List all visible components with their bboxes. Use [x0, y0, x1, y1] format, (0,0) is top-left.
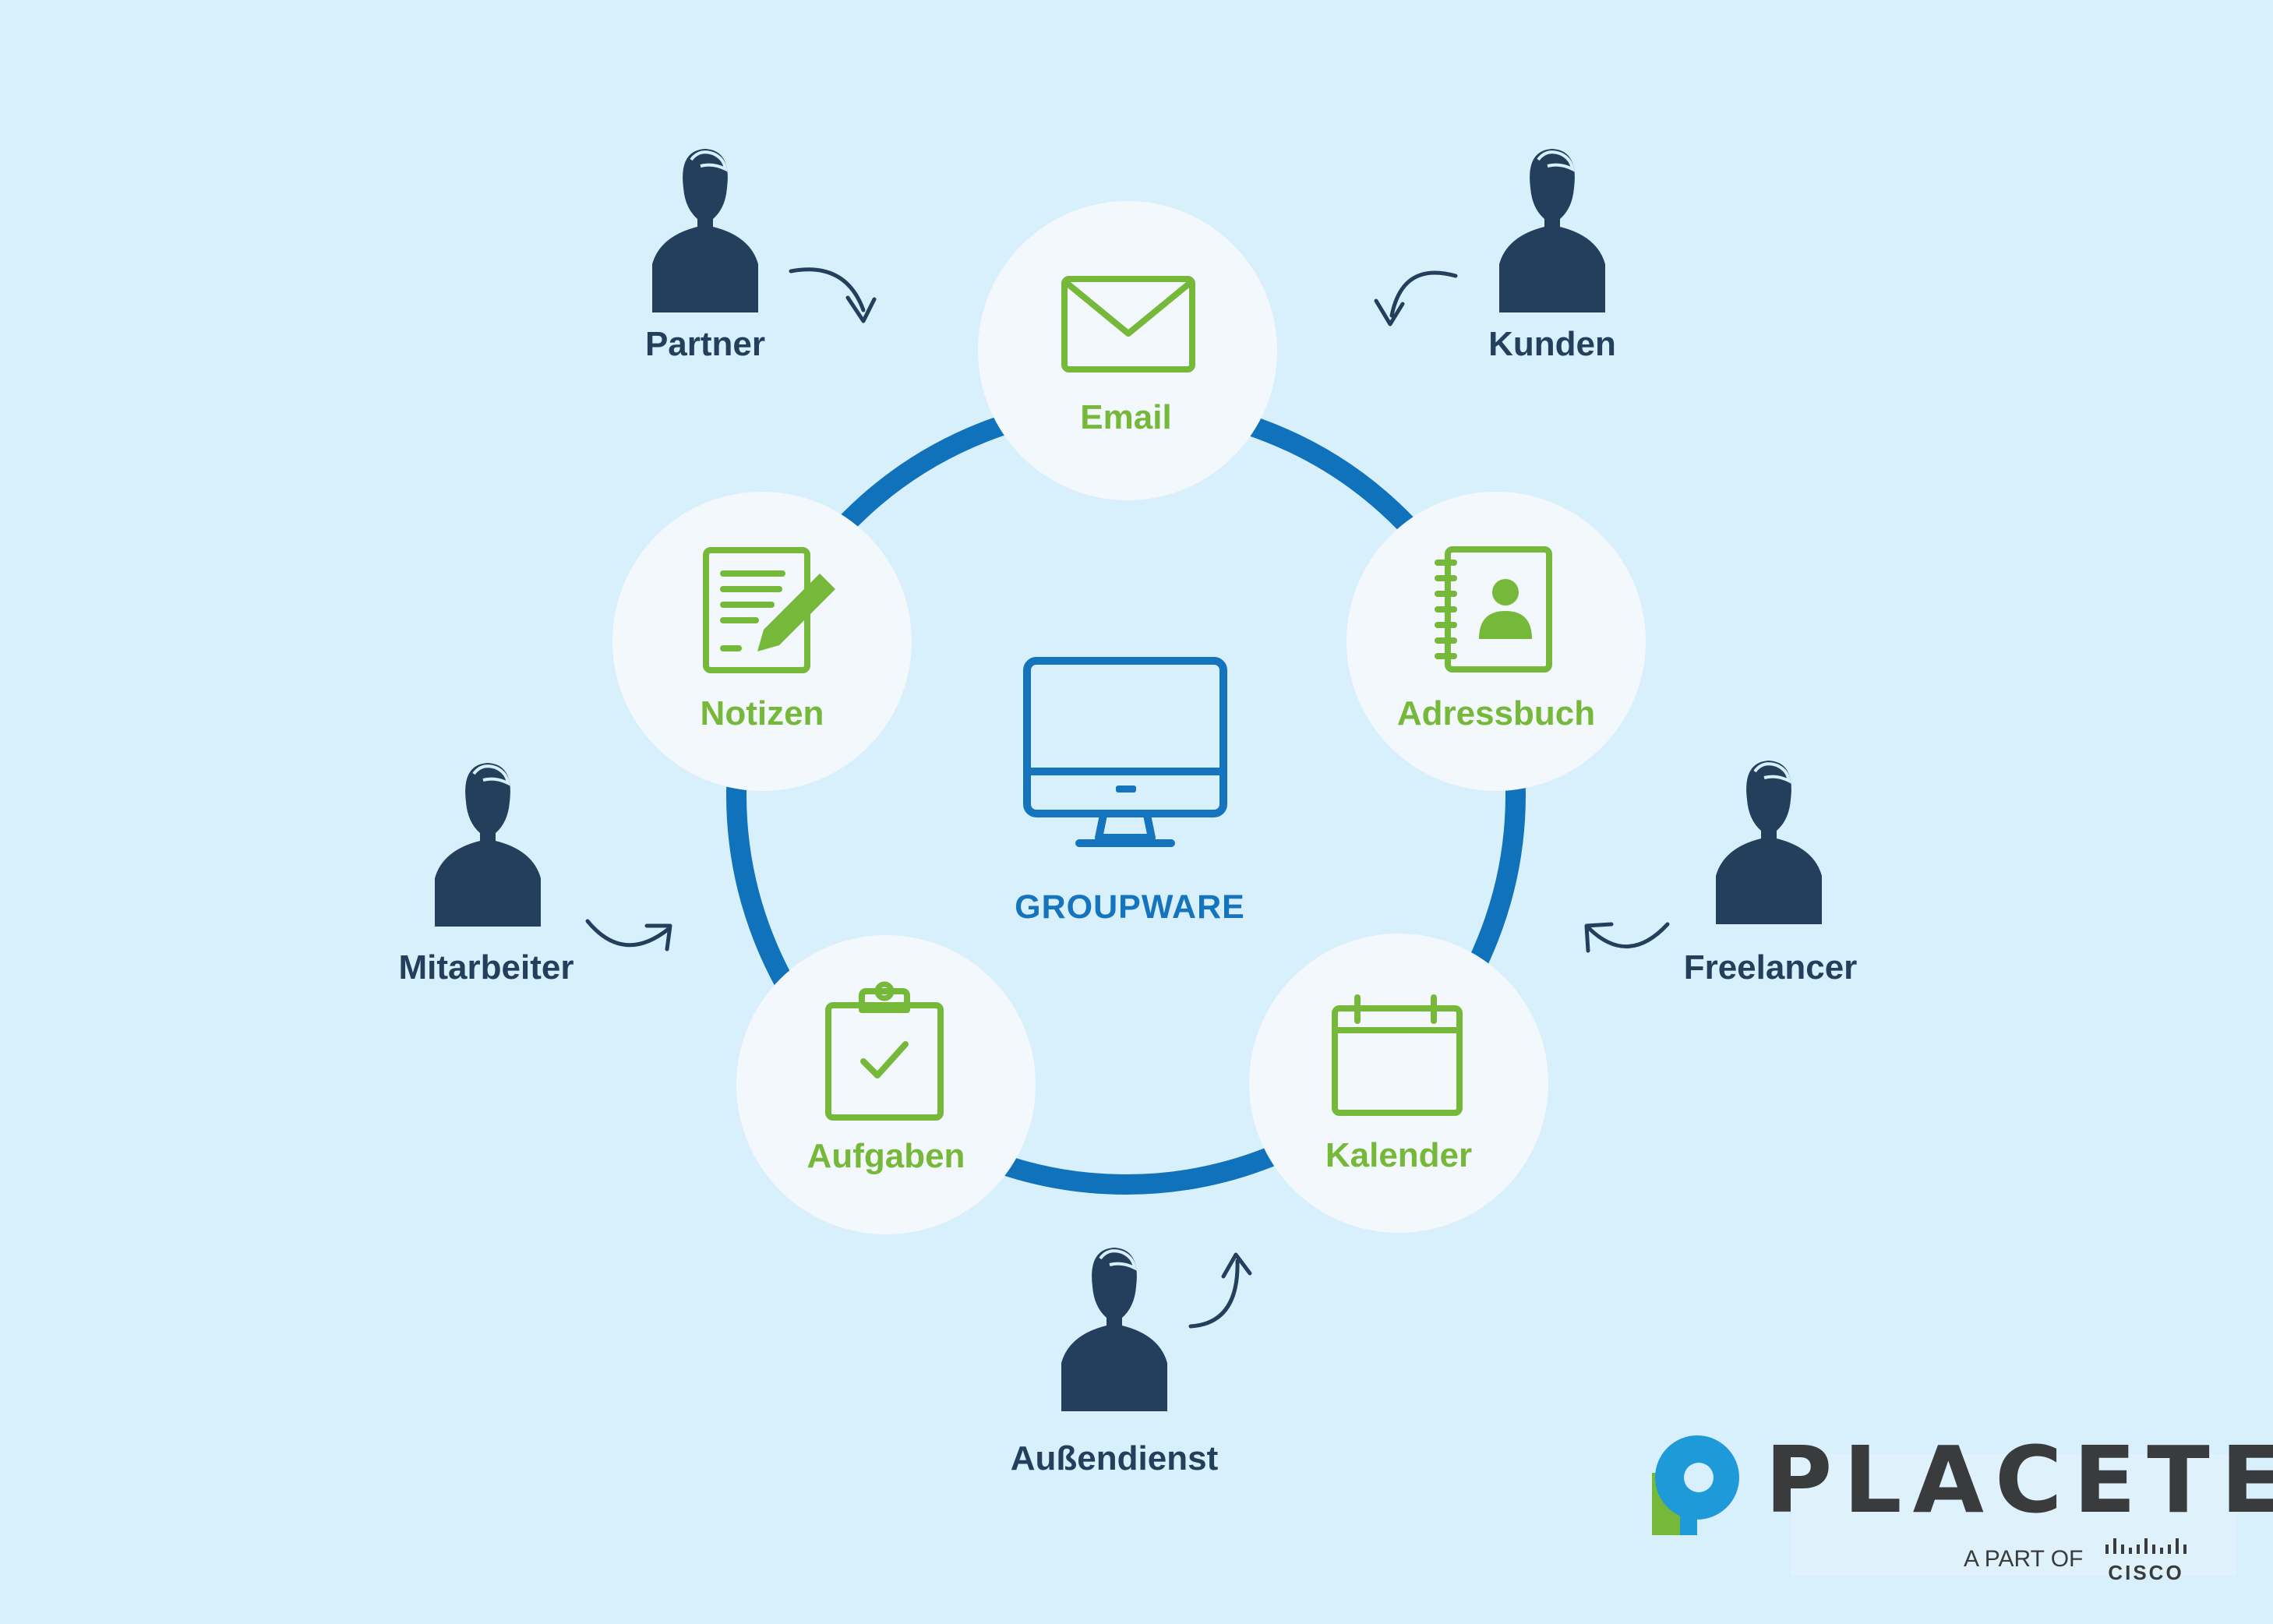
notes-pencil-icon — [703, 547, 835, 673]
placetel-mark-icon — [1652, 1435, 1739, 1535]
person-icon — [435, 763, 541, 927]
placetel-logo: PLACETEL A PART OF CISCO — [1652, 1426, 2273, 1584]
arrow-icon — [585, 919, 671, 948]
app-calendar: Kalender — [1249, 934, 1548, 1233]
monitor-icon — [1023, 657, 1227, 847]
stakeholder-partner: Partner — [645, 149, 877, 363]
groupware-center: GROUPWARE — [1015, 657, 1245, 926]
stakeholder-label-employees: Mitarbeiter — [399, 948, 574, 987]
stakeholder-label-partner: Partner — [645, 325, 765, 363]
app-label-calendar: Kalender — [1325, 1136, 1472, 1174]
stakeholder-freelancer: Freelancer — [1584, 761, 1858, 987]
stakeholder-customers: Kunden — [1374, 149, 1616, 363]
stakeholder-label-field-service: Außendienst — [1011, 1439, 1219, 1477]
app-label-notes: Notizen — [701, 694, 824, 733]
brand-tagline: A PART OF — [1964, 1546, 2083, 1572]
brand-name: PLACETEL — [1765, 1426, 2273, 1534]
app-label-address-book: Adressbuch — [1397, 694, 1595, 733]
app-notes: Notizen — [612, 492, 912, 791]
person-icon — [1716, 761, 1822, 924]
arrow-icon — [1587, 922, 1670, 948]
stakeholder-label-freelancer: Freelancer — [1684, 948, 1858, 987]
arrow-icon — [1389, 270, 1458, 318]
app-email: Email — [978, 201, 1277, 500]
stakeholder-employees: Mitarbeiter — [399, 763, 672, 987]
app-label-email: Email — [1080, 398, 1171, 436]
cisco-logo: CISCO — [2105, 1538, 2187, 1584]
app-address-book: Adressbuch — [1347, 492, 1646, 791]
clipboard-check-icon — [825, 981, 944, 1121]
partner-name: CISCO — [2108, 1561, 2183, 1584]
person-icon — [1499, 149, 1605, 312]
arrow-icon — [1188, 1259, 1240, 1329]
envelope-icon — [1061, 276, 1195, 372]
stakeholder-field-service: Außendienst — [1011, 1248, 1252, 1477]
app-label-tasks: Aufgaben — [807, 1137, 965, 1175]
person-icon — [652, 149, 758, 312]
calendar-icon — [1332, 994, 1463, 1116]
stakeholder-label-customers: Kunden — [1488, 325, 1616, 363]
address-book-icon — [1435, 546, 1552, 673]
person-icon — [1061, 1248, 1167, 1411]
app-tasks: Aufgaben — [736, 935, 1036, 1234]
center-label: GROUPWARE — [1015, 888, 1245, 926]
arrow-icon — [789, 267, 866, 312]
